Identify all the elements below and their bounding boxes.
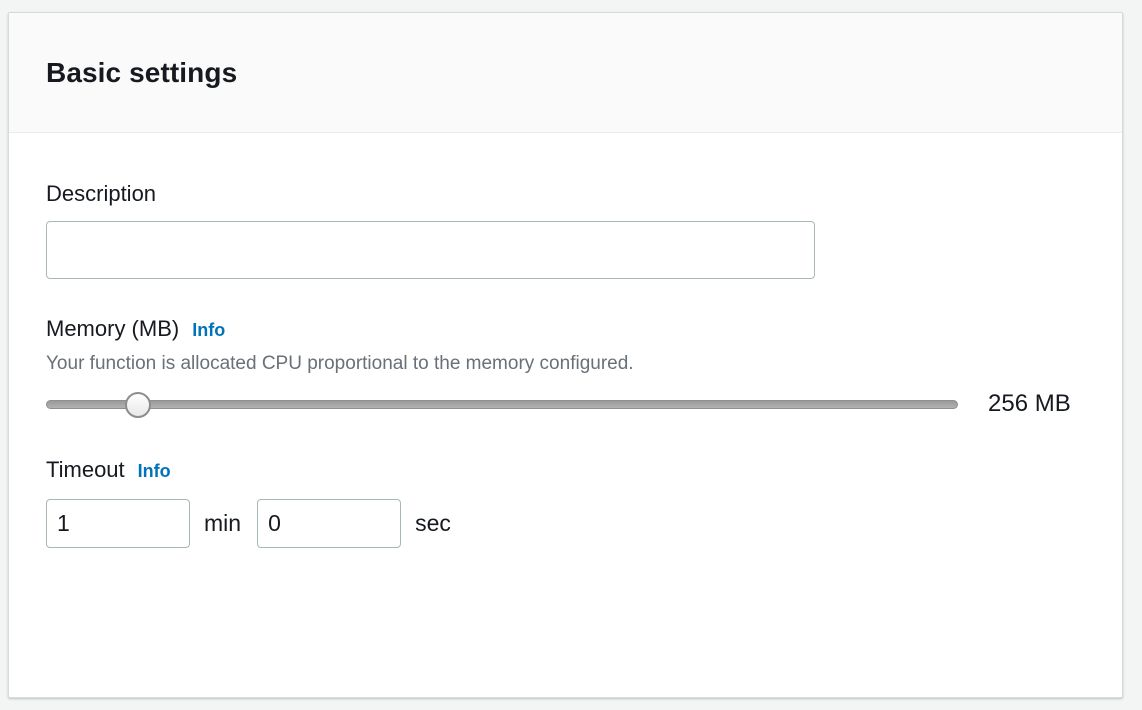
memory-label-text: Memory (MB): [46, 316, 180, 342]
timeout-label-text: Timeout: [46, 457, 125, 483]
timeout-label: Timeout Info: [46, 457, 1122, 483]
timeout-minutes-unit: min: [204, 509, 242, 536]
basic-settings-panel: Basic settings Description Memory (MB) I…: [8, 12, 1123, 698]
memory-info-link[interactable]: Info: [192, 320, 226, 341]
description-label-text: Description: [46, 181, 157, 206]
memory-field: Memory (MB) Info Your function is alloca…: [46, 316, 1122, 418]
timeout-info-link[interactable]: Info: [137, 461, 171, 482]
memory-value-label: 256 MB: [988, 390, 1071, 418]
memory-slider-row: 256 MB: [46, 390, 1122, 418]
memory-label: Memory (MB) Info: [46, 316, 1122, 342]
timeout-inputs-row: min sec: [46, 498, 1122, 548]
memory-description: Your function is allocated CPU proportio…: [46, 352, 634, 374]
timeout-field: Timeout Info min sec: [46, 457, 1122, 548]
description-input[interactable]: [46, 221, 815, 280]
timeout-seconds-unit: sec: [415, 509, 451, 536]
memory-slider[interactable]: [46, 391, 958, 418]
description-label: Description: [46, 181, 1122, 207]
panel-header: Basic settings: [9, 13, 1122, 133]
page-title: Basic settings: [46, 56, 238, 88]
timeout-seconds-input[interactable]: [257, 498, 402, 548]
description-field: Description: [46, 181, 1122, 280]
timeout-minutes-input[interactable]: [46, 498, 190, 548]
panel-body: Description Memory (MB) Info Your functi…: [9, 133, 1122, 548]
